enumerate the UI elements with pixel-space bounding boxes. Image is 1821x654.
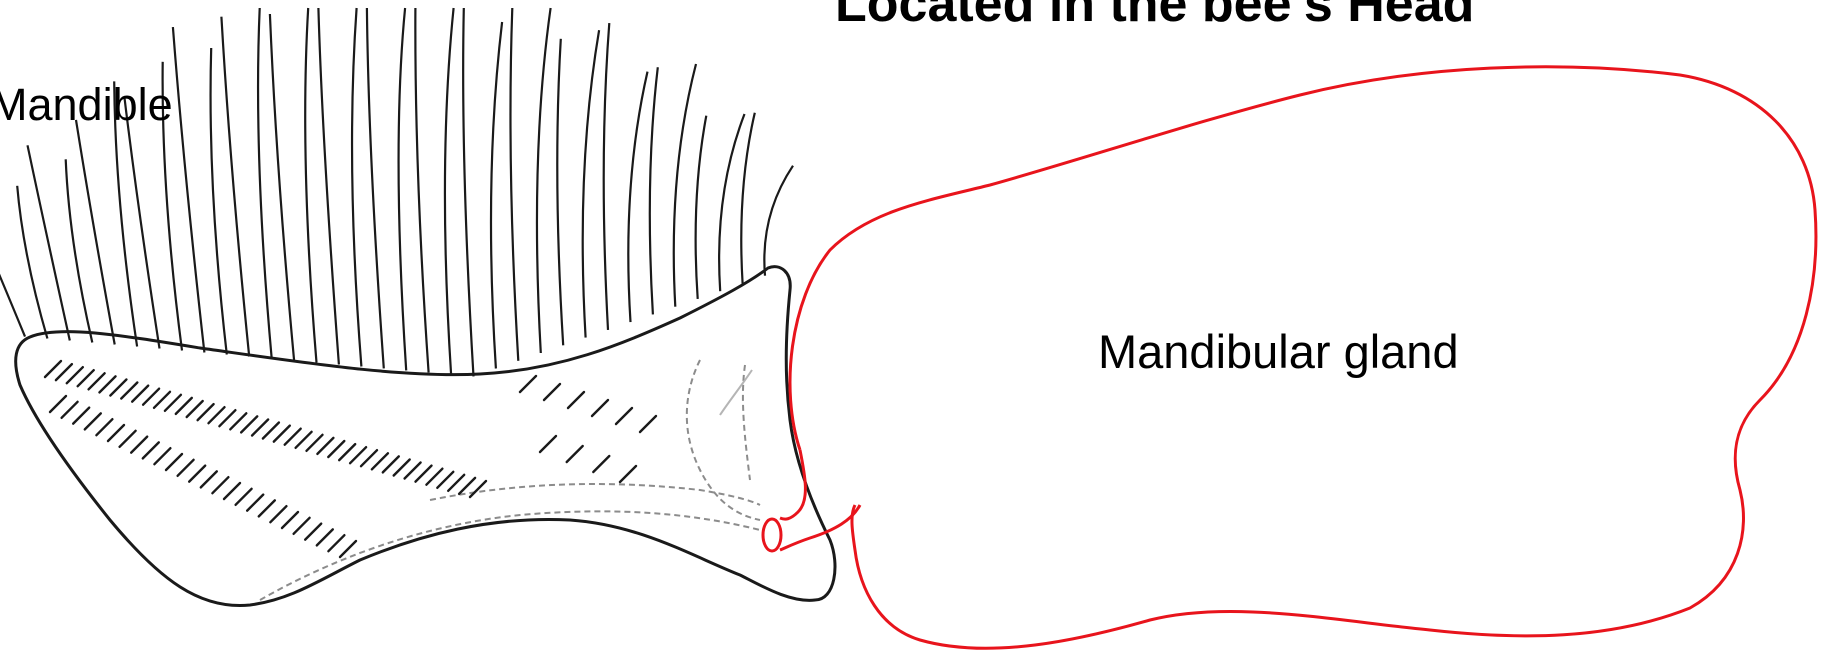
- bristle-line: [76, 120, 115, 345]
- bristle-line: [66, 159, 93, 342]
- bristle-line: [445, 8, 454, 374]
- diagram-title: Located in the bee's Head: [835, 0, 1474, 30]
- bristle-line: [367, 8, 384, 368]
- bristle-line: [510, 8, 518, 361]
- gland-duct-opening: [763, 519, 781, 551]
- bristle-line: [258, 8, 272, 359]
- bristle-line: [0, 227, 25, 337]
- mandible-label: Mandible: [0, 82, 173, 127]
- bristle-line: [399, 8, 407, 370]
- mandibular-gland-label: Mandibular gland: [1098, 328, 1459, 375]
- bristle-line: [764, 166, 793, 276]
- bristle-line: [537, 8, 551, 353]
- bristle-line: [696, 116, 707, 299]
- bristle-line: [463, 8, 473, 376]
- bristle-line: [415, 8, 428, 372]
- bristle-line: [221, 17, 249, 357]
- bristle-line: [491, 22, 502, 369]
- bristle-line: [125, 98, 160, 349]
- bristle-line: [674, 64, 696, 307]
- bristle-line: [173, 27, 205, 352]
- bristle-line: [28, 145, 70, 340]
- bristle-line: [650, 67, 658, 314]
- bristle-line: [741, 113, 755, 284]
- bristle-line: [17, 186, 47, 339]
- bristle-line: [628, 72, 647, 323]
- bristle-line: [270, 14, 294, 361]
- bristle-line: [211, 48, 227, 355]
- bristle-line: [318, 8, 339, 365]
- bristle-line: [583, 30, 599, 337]
- bristle-line: [305, 8, 316, 363]
- bristle-line: [604, 23, 610, 330]
- bristle-line: [352, 8, 361, 367]
- bristle-line: [557, 39, 563, 346]
